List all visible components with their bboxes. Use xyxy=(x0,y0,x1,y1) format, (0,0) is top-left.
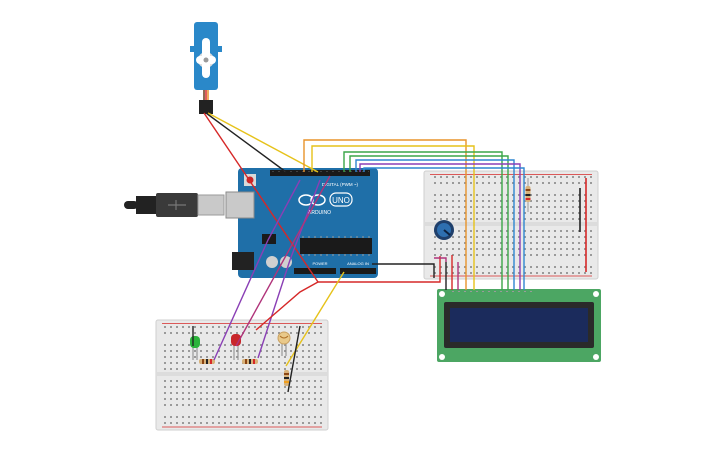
analog-header-label: ANALOG IN xyxy=(347,261,369,266)
lcd-16x2[interactable] xyxy=(437,289,601,362)
potentiometer-knob[interactable] xyxy=(434,220,454,240)
wire-led-green xyxy=(213,179,301,361)
wire-ground-rail xyxy=(372,263,435,278)
wire-lcd-green2 xyxy=(349,155,509,290)
board-brand-label: ARDUINO xyxy=(308,210,331,216)
wire-lcd-blue2 xyxy=(363,167,525,290)
resistor-green-led xyxy=(199,359,215,364)
wire-lcd-orange xyxy=(303,139,467,200)
right-breadboard[interactable] xyxy=(423,170,599,280)
wire-ldr-ground xyxy=(287,325,301,393)
wire-lcd-blue xyxy=(355,159,515,290)
resistor-red-led xyxy=(242,359,258,364)
photoresistor xyxy=(277,331,291,356)
arduino-uno-board[interactable]: UNO ARDUINO DIGITAL (PWM ~) POWER ANALOG… xyxy=(225,168,378,278)
board-model-label: UNO xyxy=(332,196,350,205)
wire-servo-ground xyxy=(205,112,287,173)
wire-lcd-purple xyxy=(359,163,521,290)
wire-lcd-green xyxy=(343,151,503,290)
wire-servo-power xyxy=(203,112,319,283)
resistor-photoresistor xyxy=(284,370,289,386)
power-header-label: POWER xyxy=(312,261,327,266)
wire-servo-signal xyxy=(207,112,319,173)
wire-left-red xyxy=(255,281,319,331)
digital-header-label: DIGITAL (PWM ~) xyxy=(322,182,359,187)
servo-motor[interactable] xyxy=(190,22,222,114)
wire-lcd-yellow xyxy=(311,145,475,210)
resistor-lcd xyxy=(525,178,531,212)
wire-led-red xyxy=(257,179,321,359)
usb-cable-icon xyxy=(124,193,225,217)
wire-power-rail xyxy=(318,256,441,283)
wires xyxy=(192,112,525,393)
wire-ldr-magenta xyxy=(235,175,331,347)
